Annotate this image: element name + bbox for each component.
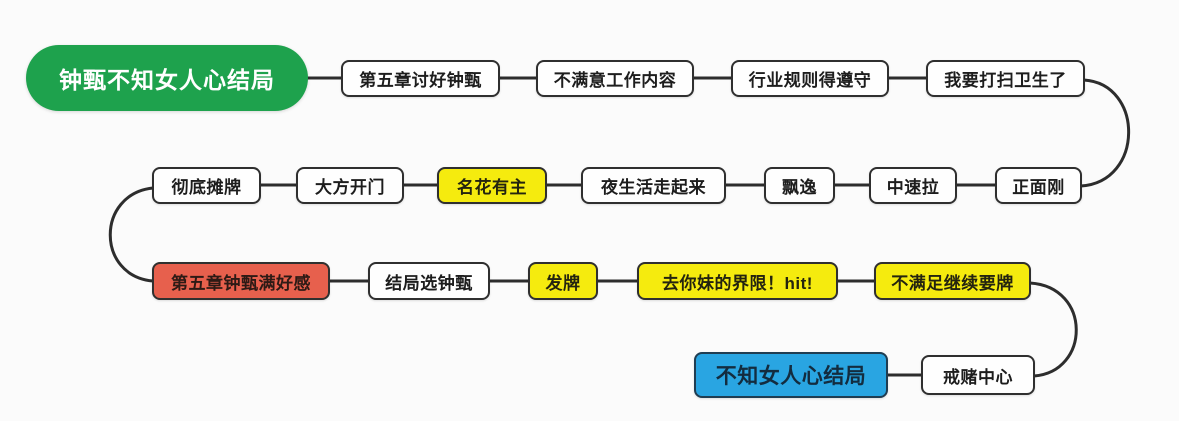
node-head-on[interactable]: 正面刚 [995,167,1082,204]
node-label: 钟甄不知女人心结局 [59,67,275,93]
node-label: 戒赌中心 [943,367,1013,387]
node-deal-cards[interactable]: 发牌 [528,262,598,300]
node-label: 发牌 [545,273,581,293]
node-label: 彻底摊牌 [171,178,242,197]
node-chapter5-flatter[interactable]: 第五章讨好钟甄 [341,60,500,97]
node-ending-choose-zhongzhen[interactable]: 结局选钟甄 [368,262,490,300]
node-label: 第五章讨好钟甄 [359,71,482,90]
node-label: 我要打扫卫生了 [944,71,1067,90]
node-final-ending[interactable]: 不知女人心结局 [694,352,888,398]
node-mid-speed[interactable]: 中速拉 [869,167,957,204]
node-label: 不满足继续要牌 [891,273,1014,293]
node-do-cleaning[interactable]: 我要打扫卫生了 [926,60,1085,97]
node-gambling-rehab-center[interactable]: 戒赌中心 [921,355,1035,395]
node-chapter5-full-favor[interactable]: 第五章钟甄满好感 [152,262,330,300]
node-nightlife[interactable]: 夜生活走起来 [581,167,726,204]
node-label: 正面刚 [1012,178,1065,197]
node-full-showdown[interactable]: 彻底摊牌 [152,167,261,204]
node-label: 第五章钟甄满好感 [171,273,311,293]
node-label: 不满意工作内容 [553,71,677,90]
node-label: 结局选钟甄 [385,273,473,293]
curve-row3-row4 [1028,281,1078,378]
node-label: 中速拉 [886,178,940,197]
node-already-taken[interactable]: 名花有主 [437,167,547,204]
node-industry-rules[interactable]: 行业规则得遵守 [731,60,889,97]
node-label: 飘逸 [782,178,817,197]
node-start-ending-pill[interactable]: 钟甄不知女人心结局 [26,45,308,111]
node-label: 不知女人心结局 [715,365,867,388]
node-open-door[interactable]: 大方开门 [296,167,404,204]
node-piaoyi[interactable]: 飘逸 [764,167,835,204]
curve-row1-row2 [1079,78,1130,188]
node-label: 去你妹的界限！hit! [662,273,813,293]
node-label: 大方开门 [315,178,385,197]
node-keep-hitting[interactable]: 不满足继续要牌 [874,262,1031,300]
node-label: 夜生活走起来 [601,178,706,197]
curve-row2-row3 [108,186,155,283]
node-label: 名花有主 [457,178,527,197]
node-label: 行业规则得遵守 [748,71,872,90]
node-unsatisfied-work[interactable]: 不满意工作内容 [536,60,694,97]
node-screw-limits-hit[interactable]: 去你妹的界限！hit! [637,262,838,300]
